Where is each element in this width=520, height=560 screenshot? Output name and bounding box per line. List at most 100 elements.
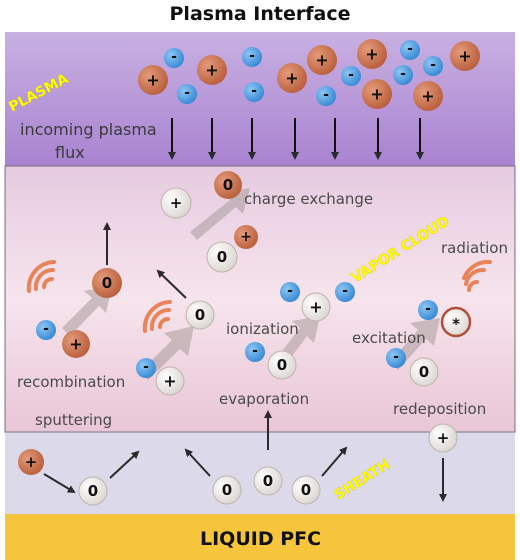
neutral-particle: 0 bbox=[409, 357, 439, 387]
redeposition-label: redeposition bbox=[393, 400, 486, 418]
svg-text:-: - bbox=[43, 321, 49, 337]
sputtering-label: sputtering bbox=[35, 411, 112, 429]
sheath-motion-arrows bbox=[43, 446, 447, 502]
svg-text:-: - bbox=[249, 48, 255, 64]
svg-text:+: + bbox=[309, 298, 322, 317]
incoming-flux-label-line1: incoming plasma bbox=[20, 120, 157, 139]
electron-particle: - bbox=[136, 358, 156, 378]
liquid-pfc-region bbox=[5, 514, 515, 560]
ion-particle: + bbox=[357, 39, 387, 69]
svg-text:-: - bbox=[400, 66, 406, 82]
plasma-particles: + - - + - - + + - - + + - + - - + bbox=[138, 39, 480, 111]
sputtering-incoming-arrow bbox=[43, 473, 76, 494]
electron-particle: - bbox=[418, 300, 438, 320]
ion-particle: + bbox=[362, 79, 392, 109]
radiation-wave-left bbox=[26, 260, 56, 293]
svg-text:-: - bbox=[287, 283, 293, 299]
svg-text:0: 0 bbox=[277, 356, 287, 374]
svg-text:+: + bbox=[285, 69, 298, 88]
svg-text:+: + bbox=[365, 45, 378, 64]
svg-text:+: + bbox=[69, 335, 82, 354]
svg-text:-: - bbox=[430, 57, 436, 73]
ion-particle: + bbox=[450, 41, 480, 71]
electron-particle: - bbox=[244, 82, 264, 102]
svg-text:-: - bbox=[393, 349, 399, 365]
electron-particle: - bbox=[341, 66, 361, 86]
electron-particle: - bbox=[393, 65, 413, 85]
electron-particle: - bbox=[177, 84, 197, 104]
vapor-cloud-region bbox=[4, 165, 516, 433]
svg-text:+: + bbox=[170, 194, 183, 212]
sputtering-outgoing-arrow bbox=[109, 450, 140, 479]
electron-particle: - bbox=[36, 320, 56, 340]
electron-particle: - bbox=[316, 86, 336, 106]
svg-text:-: - bbox=[342, 283, 348, 299]
svg-text:-: - bbox=[323, 87, 329, 103]
sheath-arrow-right bbox=[321, 446, 348, 477]
neutral-particle: 0 bbox=[78, 476, 108, 506]
motion-arrow bbox=[156, 269, 187, 299]
evaporation-label: evaporation bbox=[219, 390, 309, 408]
ion-particle: + bbox=[18, 449, 44, 475]
sheath-particles: + 0 0 0 0 + bbox=[18, 423, 458, 506]
electron-particle: - bbox=[335, 282, 355, 302]
diagram-title: Plasma Interface bbox=[169, 3, 351, 25]
charge-exchange-label: charge exchange bbox=[244, 190, 373, 208]
svg-text:+: + bbox=[315, 51, 328, 70]
vapor-cloud-particles: 0 + + 0 0 - + 0 - + - + - - 0 - * - 0 bbox=[36, 171, 472, 396]
svg-text:0: 0 bbox=[263, 472, 273, 490]
svg-text:+: + bbox=[146, 71, 159, 90]
svg-text:+: + bbox=[205, 61, 218, 80]
svg-text:0: 0 bbox=[88, 482, 98, 500]
electron-particle: - bbox=[164, 48, 184, 68]
radiation-wave-middle bbox=[142, 300, 172, 333]
svg-text:+: + bbox=[437, 429, 450, 447]
ion-particle: + bbox=[197, 55, 227, 85]
svg-text:0: 0 bbox=[222, 481, 232, 499]
sheath-arrow-left bbox=[184, 448, 211, 477]
ion-particle: + bbox=[234, 225, 258, 249]
ion-particle: + bbox=[138, 65, 168, 95]
ionization-label: ionization bbox=[226, 320, 299, 338]
incoming-flux-label-line2: flux bbox=[55, 143, 85, 162]
ion-particle: + bbox=[155, 366, 185, 396]
radiation-label: radiation bbox=[441, 239, 508, 257]
svg-text:-: - bbox=[171, 49, 177, 65]
electron-particle: - bbox=[386, 348, 406, 368]
svg-text:+: + bbox=[421, 87, 434, 106]
recombination-label: recombination bbox=[17, 373, 125, 391]
electron-particle: - bbox=[242, 47, 262, 67]
neutral-particle: 0 bbox=[212, 475, 242, 505]
svg-text:-: - bbox=[143, 359, 149, 375]
incoming-flux-arrows bbox=[168, 118, 424, 160]
svg-text:-: - bbox=[184, 85, 190, 101]
electron-particle: - bbox=[400, 40, 420, 60]
neutral-particle: + bbox=[160, 187, 192, 219]
svg-text:+: + bbox=[458, 47, 471, 66]
svg-text:+: + bbox=[240, 229, 252, 245]
recombination-process-arrow bbox=[62, 286, 112, 336]
svg-text:*: * bbox=[452, 315, 460, 333]
liquid-pfc-label: LIQUID PFC bbox=[200, 528, 321, 550]
neutral-particle: 0 bbox=[253, 466, 283, 496]
radiation-waves bbox=[26, 259, 492, 333]
svg-text:+: + bbox=[163, 372, 176, 391]
ion-particle: + bbox=[301, 292, 331, 322]
svg-text:0: 0 bbox=[217, 248, 227, 266]
svg-text:-: - bbox=[251, 83, 257, 99]
svg-text:-: - bbox=[425, 301, 431, 317]
neutral-particle: 0 bbox=[185, 300, 215, 330]
svg-text:0: 0 bbox=[195, 306, 205, 324]
neutral-particle: 0 bbox=[267, 350, 297, 380]
svg-text:-: - bbox=[348, 67, 354, 83]
neutral-particle: 0 bbox=[92, 268, 122, 298]
excited-particle: * bbox=[440, 306, 472, 338]
svg-text:+: + bbox=[25, 453, 38, 471]
charge-exchange-process-arrow bbox=[190, 188, 250, 240]
svg-text:+: + bbox=[370, 85, 383, 104]
neutral-particle: 0 bbox=[291, 475, 321, 505]
neutral-particle: 0 bbox=[214, 171, 242, 199]
vapor-motion-arrows bbox=[103, 222, 272, 450]
electron-particle: - bbox=[423, 56, 443, 76]
